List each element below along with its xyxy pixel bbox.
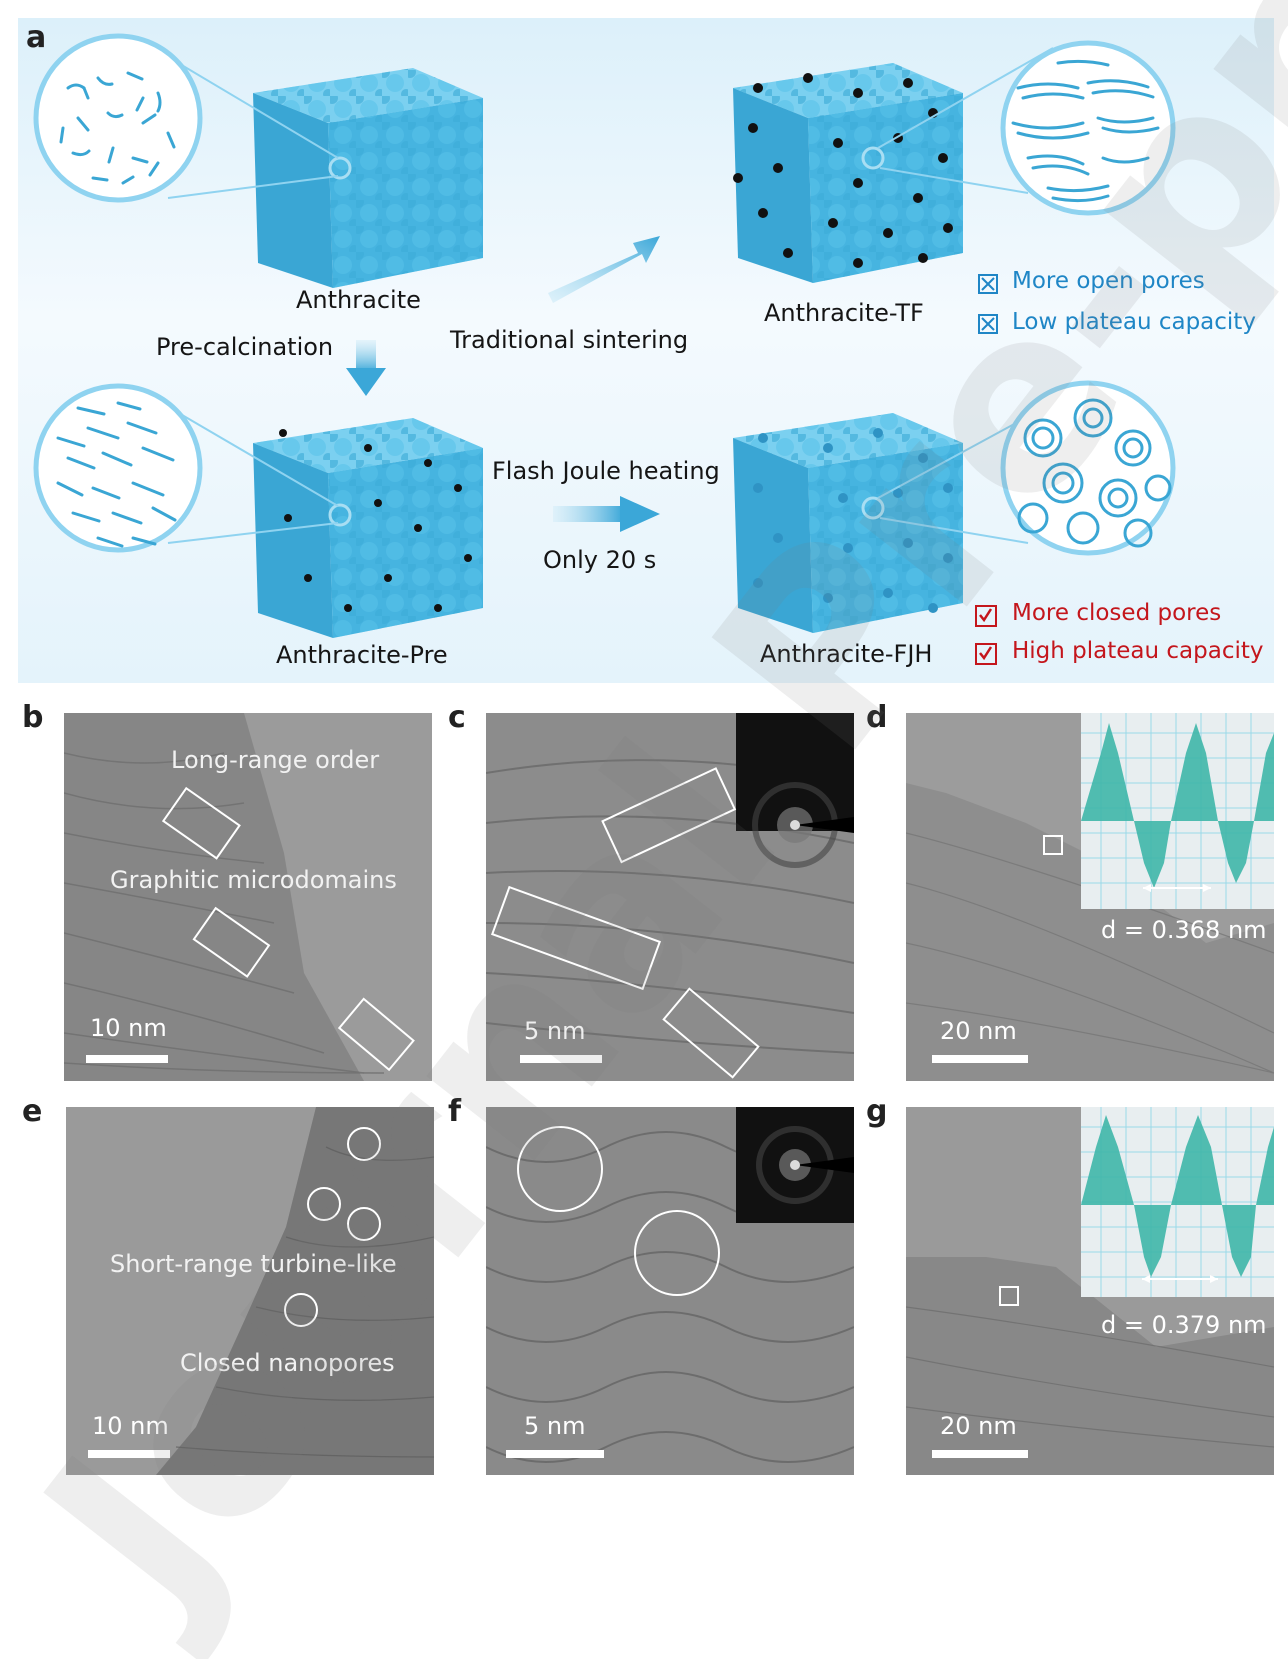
label-only-20s: Only 20 s <box>543 546 657 574</box>
scale-label-g: 20 nm <box>940 1412 1017 1440</box>
label-anthracite-tf: Anthracite-TF <box>764 299 924 327</box>
label-short-range-turbine-like: Short-range turbine-like <box>110 1250 397 1278</box>
panel-label-g: g <box>866 1094 888 1129</box>
label-pre-calcination: Pre-calcination <box>156 333 334 361</box>
cross-box-icon <box>978 274 998 294</box>
scale-bar-g <box>932 1450 1028 1458</box>
check-box-icon <box>975 605 997 627</box>
arrow-traditional-sintering <box>548 236 660 303</box>
arrow-flash-joule-heating <box>553 496 660 532</box>
legend-more-closed-pores: More closed pores <box>1012 600 1222 626</box>
scale-label-c: 5 nm <box>524 1017 586 1045</box>
label-graphitic-microdomains: Graphitic microdomains <box>110 866 397 894</box>
tem-image-d <box>906 713 1274 1081</box>
label-anthracite: Anthracite <box>296 286 421 314</box>
schematic-graphics <box>33 33 1176 638</box>
arrow-pre-calcination <box>346 340 386 396</box>
magnifier-anthracite-tf <box>1000 40 1176 216</box>
scale-bar-d <box>932 1055 1028 1063</box>
legend-high-plateau-capacity: High plateau capacity <box>1012 638 1264 664</box>
panel-label-b: b <box>22 700 44 735</box>
legend-more-open-pores: More open pores <box>1012 268 1205 294</box>
magnifier-anthracite-fjh <box>1000 380 1176 556</box>
tem-image-g <box>906 1107 1274 1475</box>
magnifier-anthracite <box>33 33 203 203</box>
label-anthracite-pre: Anthracite-Pre <box>276 641 448 669</box>
scale-label-f: 5 nm <box>524 1412 586 1440</box>
scale-bar-b <box>86 1055 168 1063</box>
check-box-icon <box>975 643 997 665</box>
cube-anthracite-tf <box>733 47 1054 283</box>
label-traditional-sintering: Traditional sintering <box>450 326 689 354</box>
panel-label-f: f <box>448 1094 462 1129</box>
scale-bar-e <box>88 1450 170 1458</box>
panel-label-c: c <box>448 700 466 735</box>
panel-label-a: a <box>26 20 47 55</box>
tem-image-e <box>66 1107 434 1475</box>
label-flash-joule-heating: Flash Joule heating <box>492 457 720 485</box>
tem-image-c <box>486 713 854 1081</box>
label-long-range-order: Long-range order <box>171 746 380 774</box>
cube-anthracite-fjh <box>733 402 1054 633</box>
panel-a-schematic <box>18 18 1274 683</box>
tem-image-f <box>486 1107 854 1475</box>
cube-anthracite <box>152 47 483 288</box>
d-spacing-d: d = 0.368 nm <box>1101 916 1267 944</box>
legend-low-plateau-capacity: Low plateau capacity <box>1012 309 1256 335</box>
label-closed-nanopores: Closed nanopores <box>180 1349 395 1377</box>
magnifier-anthracite-pre <box>33 383 203 553</box>
d-spacing-g: d = 0.379 nm <box>1101 1311 1267 1339</box>
label-anthracite-fjh: Anthracite-FJH <box>760 640 933 668</box>
cube-anthracite-pre <box>152 397 483 638</box>
scale-label-e: 10 nm <box>92 1412 169 1440</box>
scale-bar-c <box>520 1055 602 1063</box>
tem-image-b <box>64 713 432 1081</box>
scale-label-d: 20 nm <box>940 1017 1017 1045</box>
panel-label-d: d <box>866 700 888 735</box>
cross-box-icon <box>978 314 998 334</box>
scale-label-b: 10 nm <box>90 1014 167 1042</box>
scale-bar-f <box>506 1450 604 1458</box>
panel-label-e: e <box>22 1094 43 1129</box>
